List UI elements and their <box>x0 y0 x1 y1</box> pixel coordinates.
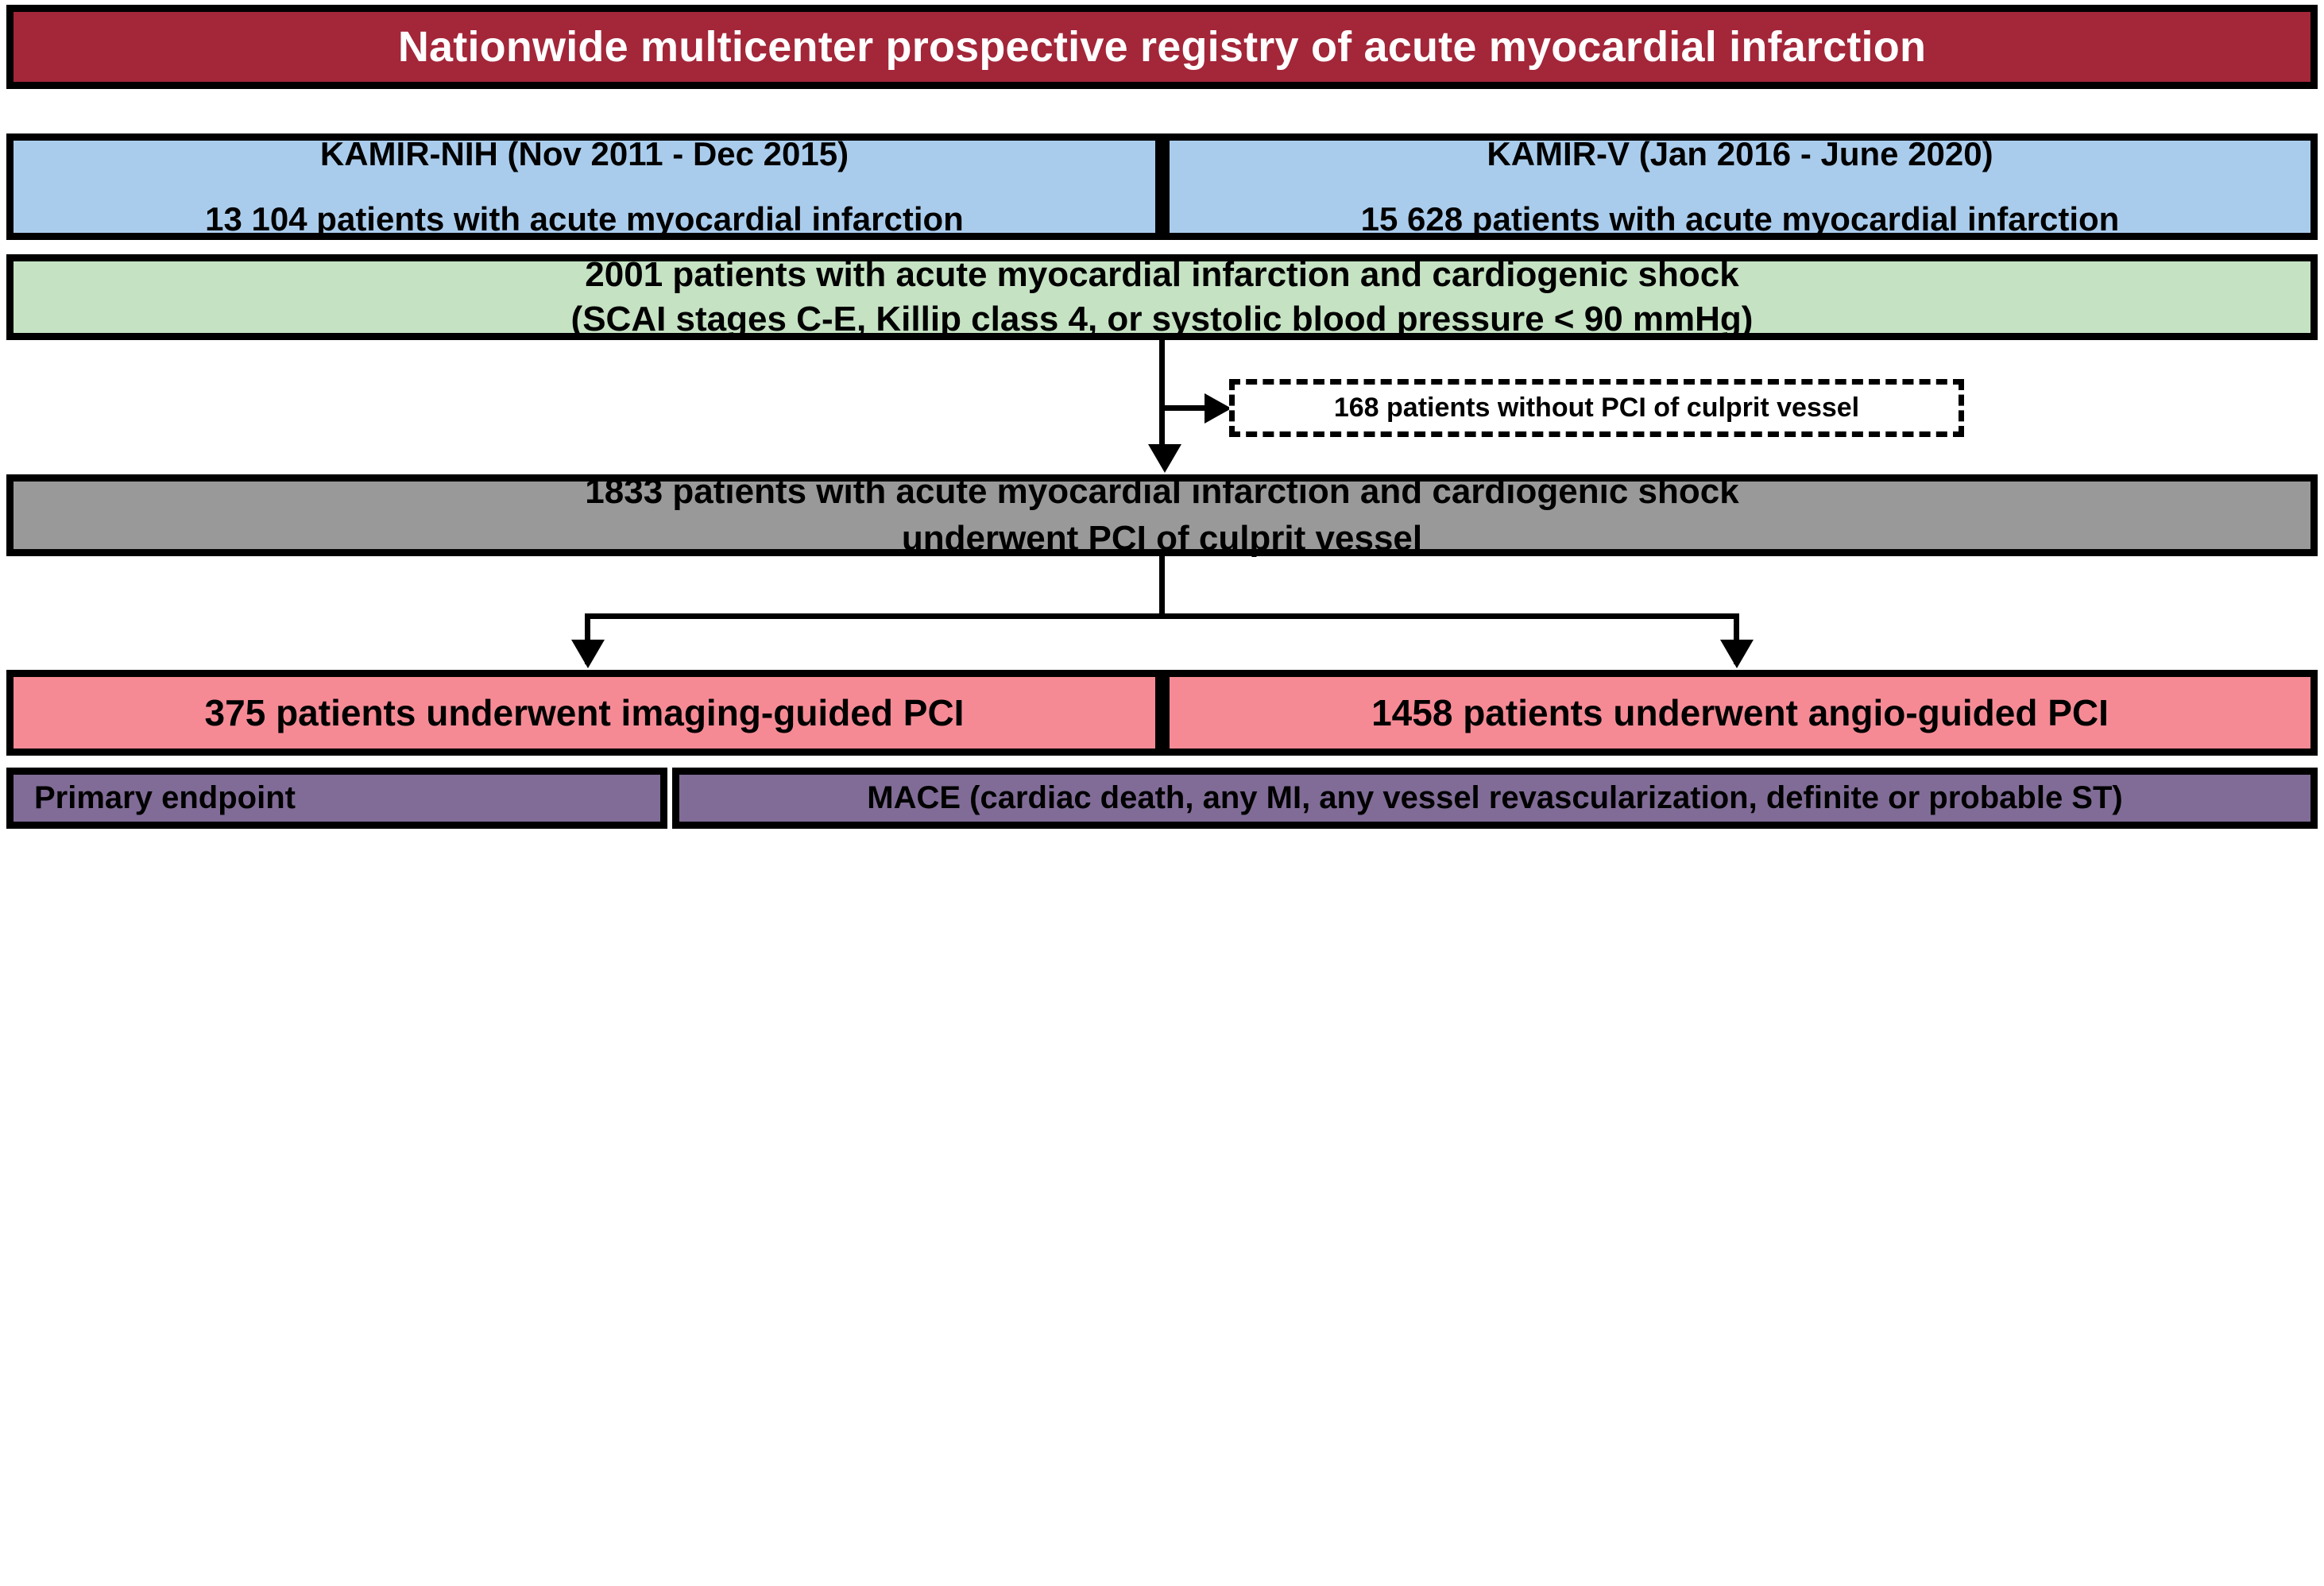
cohort-box-kamir-nih: KAMIR-NIH (Nov 2011 - Dec 2015) 13 104 p… <box>6 133 1162 240</box>
exclusion-text: 168 patients without PCI of culprit vess… <box>1333 393 1860 423</box>
arrow-to-exclusion-icon <box>1205 393 1232 424</box>
connector-split-right-leg <box>1734 613 1739 664</box>
connector-to-exclusion <box>1159 405 1212 411</box>
included-line-2: underwent PCI of culprit vessel <box>901 518 1423 558</box>
study-title-text: Nationwide multicenter prospective regis… <box>397 23 1927 71</box>
arrow-to-imaging-arm-icon <box>571 640 605 668</box>
primary-endpoint-value: MACE (cardiac death, any MI, any vessel … <box>867 780 2123 815</box>
primary-endpoint-label-box: Primary endpoint <box>6 768 667 829</box>
eligible-line-1: 2001 patients with acute myocardial infa… <box>585 254 1739 294</box>
cohort-left-patients: 13 104 patients with acute myocardial in… <box>205 200 964 238</box>
study-title-box: Nationwide multicenter prospective regis… <box>6 5 2318 89</box>
arm-box-imaging-guided: 375 patients underwent imaging-guided PC… <box>6 670 1162 756</box>
included-line-1: 1833 patients with acute myocardial infa… <box>585 472 1739 512</box>
cohort-left-registry: KAMIR-NIH (Nov 2011 - Dec 2015) <box>319 135 849 172</box>
connector-split-stem <box>1159 556 1165 616</box>
connector-split-left-leg <box>585 613 590 664</box>
cohort-right-registry: KAMIR-V (Jan 2016 - June 2020) <box>1487 135 1993 172</box>
connector-split-bar <box>585 613 1739 619</box>
arrow-to-angio-arm-icon <box>1720 640 1754 668</box>
exclusion-box: 168 patients without PCI of culprit vess… <box>1229 379 1964 437</box>
included-population-box: 1833 patients with acute myocardial infa… <box>6 472 2318 558</box>
arrow-eligible-to-included-icon <box>1148 444 1181 473</box>
arm-left-text: 375 patients underwent imaging-guided PC… <box>204 692 965 733</box>
eligible-line-2: (SCAI stages C-E, Killip class 4, or sys… <box>570 300 1754 338</box>
connector-eligible-to-included <box>1159 340 1165 447</box>
cohort-box-kamir-v: KAMIR-V (Jan 2016 - June 2020) 15 628 pa… <box>1162 133 2318 240</box>
primary-endpoint-value-box: MACE (cardiac death, any MI, any vessel … <box>672 768 2318 829</box>
arm-box-angio-guided: 1458 patients underwent angio-guided PCI <box>1162 670 2318 756</box>
primary-endpoint-label: Primary endpoint <box>34 780 296 815</box>
arm-right-text: 1458 patients underwent angio-guided PCI <box>1371 692 2109 733</box>
cohort-right-patients: 15 628 patients with acute myocardial in… <box>1360 200 2120 238</box>
eligible-population-box: 2001 patients with acute myocardial infa… <box>6 254 2318 340</box>
